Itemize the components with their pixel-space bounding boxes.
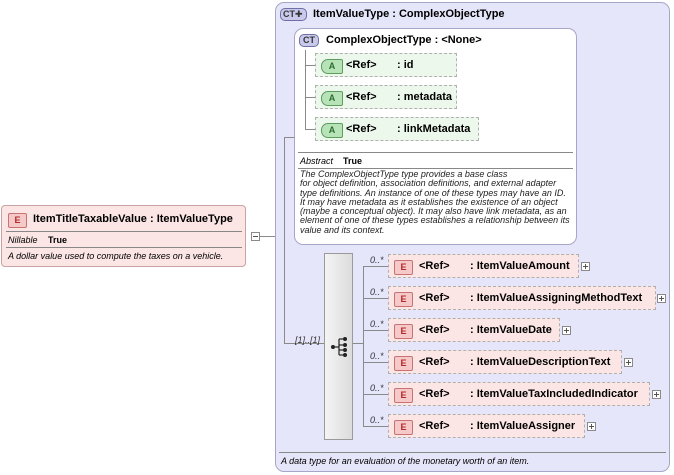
attribute-ref: <Ref> (346, 91, 377, 103)
abstract-label: Abstract (300, 156, 334, 166)
expand-toggle[interactable] (587, 422, 596, 431)
complex-object-type-description: The ComplexObjectType type provides a ba… (300, 169, 575, 235)
element-occurrence: 0..* (370, 319, 384, 329)
child-connector (363, 266, 364, 427)
description-line: value and its context. (300, 224, 385, 235)
element-badge: E (394, 324, 413, 339)
element-item-value-date[interactable]: E <Ref> : ItemValueDate (388, 318, 560, 342)
root-element[interactable]: E ItemTitleTaxableValue : ItemValueType … (1, 205, 246, 267)
attribute-id[interactable]: A <Ref> : id (315, 53, 457, 77)
description-line: element of one of these types establishe… (300, 215, 570, 226)
complex-object-type-title: ComplexObjectType : <None> (326, 34, 482, 46)
element-occurrence: 0..* (370, 255, 384, 265)
root-element-description: A dollar value used to compute the taxes… (8, 251, 224, 261)
element-ref: <Ref> (419, 356, 450, 368)
sequence-compositor[interactable] (324, 253, 353, 440)
divider (298, 152, 573, 153)
attribute-badge: A (321, 59, 343, 74)
child-connector (363, 394, 388, 395)
description-line: The ComplexObjectType type provides a ba… (300, 169, 508, 179)
element-ref: <Ref> (419, 324, 450, 336)
attribute-ref: <Ref> (346, 59, 377, 71)
ct-badge: CT✚ (280, 8, 307, 21)
element-badge: E (394, 420, 413, 435)
element-name: : ItemValueDescriptionText (470, 356, 611, 368)
description-line: It may have metadata as it establishes t… (300, 196, 558, 207)
attribute-connector (305, 129, 315, 130)
expand-toggle[interactable] (624, 358, 633, 367)
attribute-name: : metadata (397, 91, 453, 103)
element-item-value-assigner[interactable]: E <Ref> : ItemValueAssigner (388, 414, 585, 438)
expand-toggle[interactable] (562, 326, 571, 335)
divider (6, 231, 242, 232)
attribute-link-metadata[interactable]: A <Ref> : linkMetadata (315, 117, 479, 141)
attribute-connector (305, 50, 306, 129)
child-connector (363, 426, 388, 427)
element-name: : ItemValueDate (470, 324, 552, 336)
extension-icon: ✚ (295, 9, 303, 19)
attribute-name: : id (397, 59, 414, 71)
expand-toggle[interactable] (657, 294, 666, 303)
element-name: : ItemValueAmount (470, 260, 570, 272)
element-name: : ItemValueAssigner (470, 420, 576, 432)
child-connector (363, 330, 388, 331)
element-badge: E (394, 260, 413, 275)
sequence-occurrence: [1]..[1] (295, 335, 321, 345)
ct-badge: CT (299, 34, 319, 47)
divider (298, 168, 573, 169)
type-connector (284, 137, 294, 138)
expand-toggle[interactable] (581, 262, 590, 271)
child-connector (363, 298, 388, 299)
attribute-ref: <Ref> (346, 123, 377, 135)
expand-toggle[interactable] (652, 390, 661, 399)
element-occurrence: 0..* (370, 287, 384, 297)
attribute-connector (305, 65, 315, 66)
element-badge: E (394, 292, 413, 307)
element-badge: E (8, 213, 27, 228)
element-item-value-tax-included-indicator[interactable]: E <Ref> : ItemValueTaxIncludedIndicator (388, 382, 650, 406)
type-connector (284, 137, 285, 343)
description-line: for object definition, association defin… (300, 178, 557, 189)
element-name: : ItemValueAssigningMethodText (470, 292, 643, 304)
element-name: : ItemValueTaxIncludedIndicator (470, 388, 638, 400)
element-occurrence: 0..* (370, 351, 384, 361)
element-item-value-description-text[interactable]: E <Ref> : ItemValueDescriptionText (388, 350, 622, 374)
child-connector (353, 343, 363, 344)
item-value-type-description: A data type for an evaluation of the mon… (281, 456, 530, 466)
collapse-toggle[interactable] (251, 232, 260, 241)
attribute-metadata[interactable]: A <Ref> : metadata (315, 85, 457, 109)
root-element-title: ItemTitleTaxableValue : ItemValueType (33, 213, 233, 225)
description-line: (maybe a conceptual object). It may also… (300, 206, 567, 217)
element-ref: <Ref> (419, 420, 450, 432)
attribute-badge: A (321, 91, 343, 106)
child-connector (363, 266, 388, 267)
abstract-value: True (343, 156, 363, 166)
child-connector (363, 362, 388, 363)
sequence-connector (284, 343, 324, 344)
attribute-badge: A (321, 123, 343, 138)
attribute-name: : linkMetadata (397, 123, 471, 135)
element-ref: <Ref> (419, 388, 450, 400)
sequence-icon (331, 337, 347, 357)
item-value-type-title: ItemValueType : ComplexObjectType (313, 8, 505, 20)
nillable-value: True (48, 235, 68, 245)
attribute-connector (305, 97, 315, 98)
divider (6, 247, 242, 248)
element-ref: <Ref> (419, 260, 450, 272)
element-occurrence: 0..* (370, 415, 384, 425)
description-line: type definitions. An instance of one of … (300, 187, 566, 198)
divider (279, 452, 666, 453)
element-badge: E (394, 356, 413, 371)
element-item-value-assigning-method-text[interactable]: E <Ref> : ItemValueAssigningMethodText (388, 286, 656, 310)
element-ref: <Ref> (419, 292, 450, 304)
element-badge: E (394, 388, 413, 403)
element-item-value-amount[interactable]: E <Ref> : ItemValueAmount (388, 254, 579, 278)
connector-line (260, 236, 275, 237)
nillable-label: Nillable (8, 235, 38, 245)
element-occurrence: 0..* (370, 383, 384, 393)
